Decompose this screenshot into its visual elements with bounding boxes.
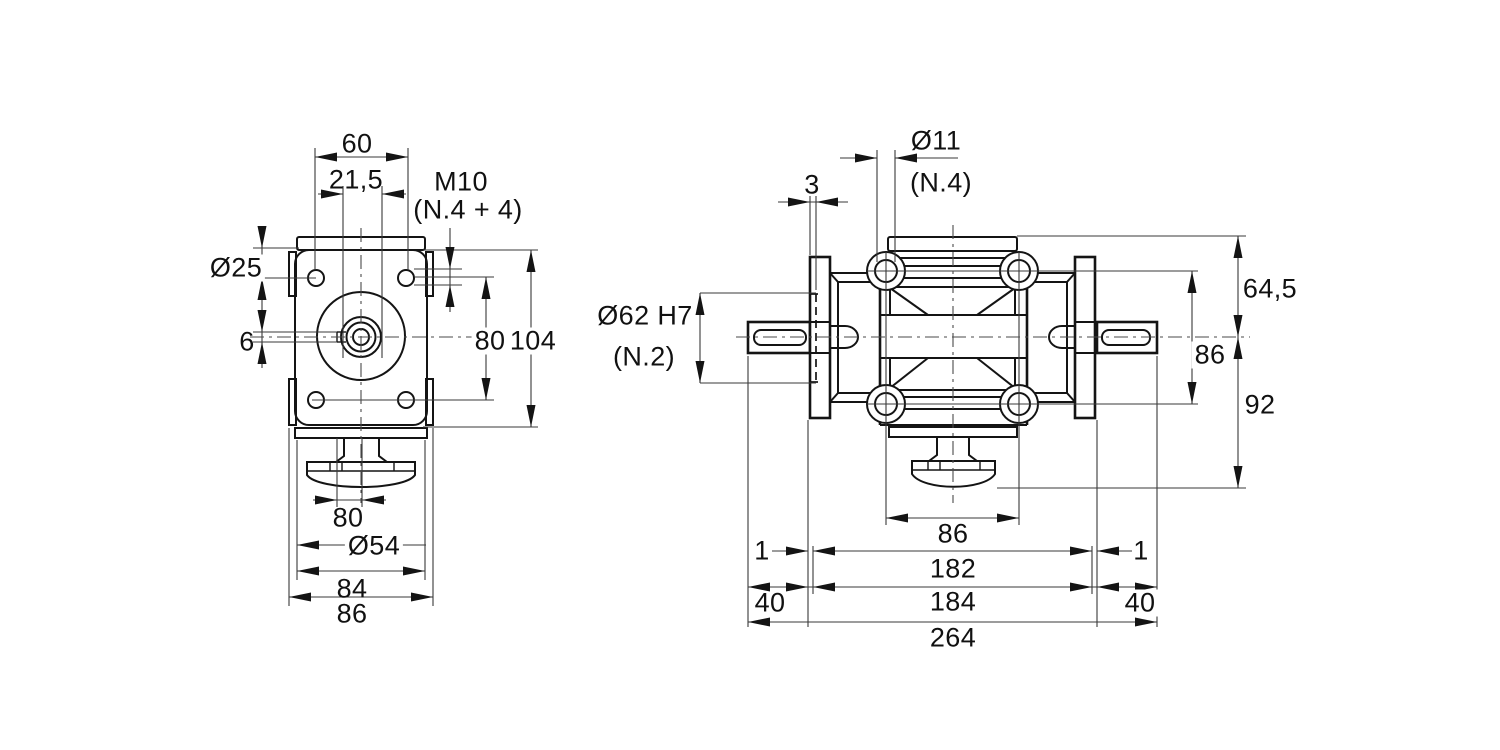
dim-side-overall-length: 264: [929, 622, 977, 653]
dim-side-spigot-note: (N.2): [613, 341, 675, 372]
dim-side-body-span: 184: [929, 586, 977, 617]
dim-side-gap-right: 1: [1133, 535, 1149, 566]
dim-side-flange-offset: 3: [804, 169, 820, 200]
dim-side-bolt-vertical: 86: [1191, 341, 1229, 369]
dim-front-height: 104: [506, 327, 560, 355]
dim-side-shaft-right: 40: [1121, 589, 1159, 617]
dim-side-center-bottom: 92: [1241, 391, 1279, 419]
dim-side-spigot: Ø62 H7: [594, 302, 696, 330]
dim-side-shaft-left: 40: [754, 587, 786, 618]
dim-side-hole-note: (N.4): [910, 167, 972, 198]
dim-front-keyway: 6: [239, 326, 255, 357]
dim-front-input-dia: Ø25: [206, 254, 266, 282]
dim-side-hole-dia: Ø11: [910, 125, 962, 156]
dim-side-bolt-horizontal: 86: [937, 518, 969, 549]
dim-front-inner-width: 21,5: [328, 164, 384, 195]
dim-front-flange: 84: [336, 573, 368, 604]
dim-side-flange-span: 182: [929, 553, 977, 584]
dim-front-thread-note: (N.4 + 4): [413, 194, 523, 225]
dim-front-output-dia: Ø54: [344, 532, 404, 560]
dim-front-shaft-bottom: 80: [332, 502, 364, 533]
dim-front-thread: M10: [434, 166, 488, 197]
dim-side-center-top: 64,5: [1239, 275, 1301, 303]
dim-front-overall: 86: [336, 598, 368, 629]
dim-side-gap-left: 1: [754, 535, 770, 566]
dim-front-top-width: 60: [341, 128, 373, 159]
dim-front-bolt-vertical: 80: [471, 327, 509, 355]
